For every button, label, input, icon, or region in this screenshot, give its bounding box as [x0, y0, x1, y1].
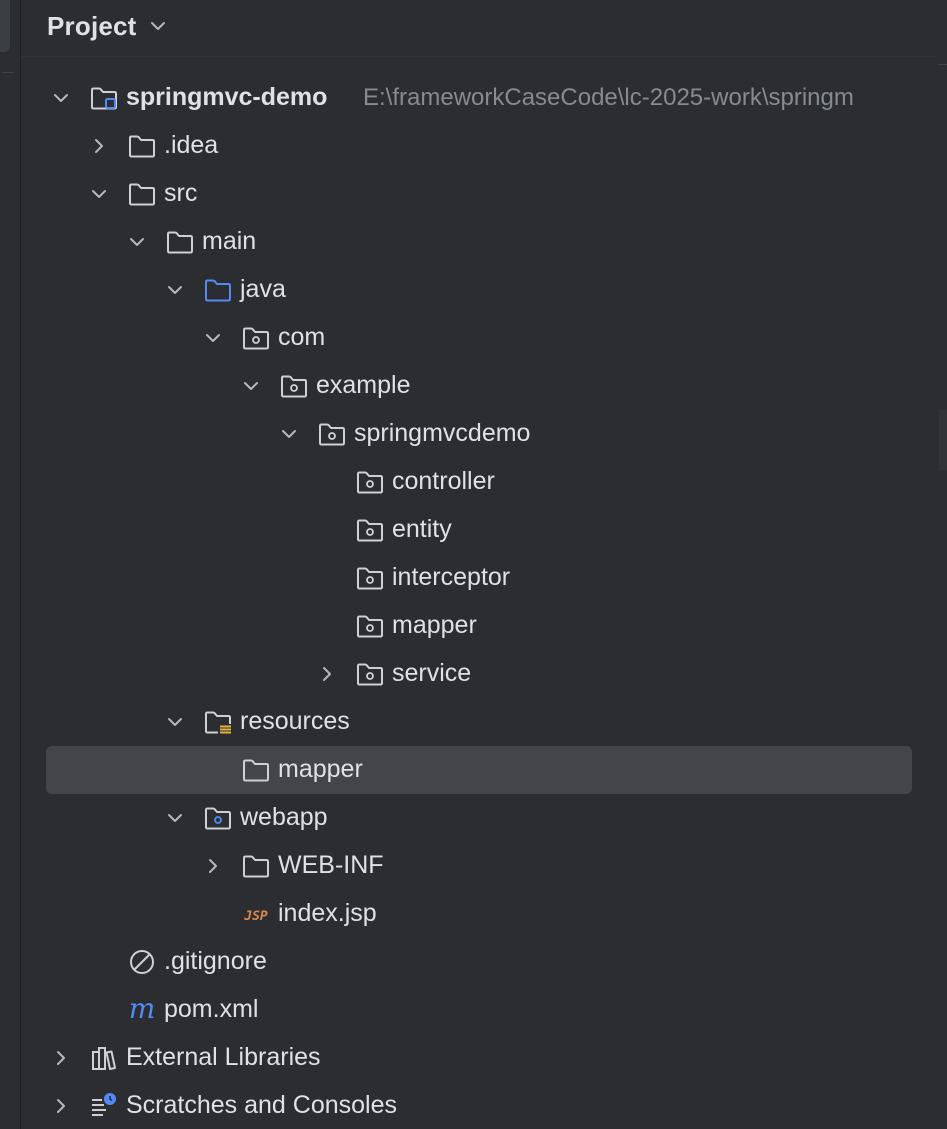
tool-window-title[interactable]: Project [47, 10, 137, 41]
resources-folder-icon [203, 707, 233, 737]
tree-node-service[interactable]: service [21, 650, 947, 698]
tree-node-label: pom.xml [164, 995, 259, 1023]
tree-node-label: src [164, 179, 198, 207]
tree-node-gitignore[interactable]: .gitignore [21, 938, 947, 986]
web-folder-icon [203, 803, 233, 833]
tree-node-springmvcdemo[interactable]: springmvcdemo [21, 410, 947, 458]
tree-node-springmvc-demo[interactable]: springmvc-demo E:\frameworkCaseCode\lc-20… [21, 74, 947, 122]
tree-node-label: webapp [240, 803, 328, 831]
tree-node-label: com [278, 323, 326, 351]
source-folder-icon [203, 275, 233, 305]
tree-node-label: service [392, 659, 472, 687]
tree-node-main[interactable]: main [21, 218, 947, 266]
scrollbar-mark [939, 64, 947, 65]
chevron-down-icon[interactable] [201, 326, 225, 350]
jsp-file-icon: JSP [241, 899, 271, 929]
tree-node-controller[interactable]: controller [21, 458, 947, 506]
tree-node-label: entity [392, 515, 452, 543]
chevron-right-icon[interactable] [87, 134, 111, 158]
tree-node-java[interactable]: java [21, 266, 947, 314]
chevron-down-icon[interactable] [163, 278, 187, 302]
scrollbar-thumb[interactable] [939, 410, 947, 470]
tree-node-label: springmvc-demo [126, 83, 328, 111]
tree-node-label: springmvcdemo [354, 419, 531, 447]
tree-node-label: example [316, 371, 411, 399]
folder-icon [241, 851, 271, 881]
tree-node-mapper[interactable]: mapper [21, 602, 947, 650]
tree-node-com[interactable]: com [21, 314, 947, 362]
libraries-icon [89, 1043, 119, 1073]
tool-strip-divider [3, 72, 13, 73]
left-tool-strip [0, 0, 21, 1129]
tree-node-external-libraries[interactable]: External Libraries [21, 1034, 947, 1082]
folder-icon [127, 131, 157, 161]
chevron-down-icon[interactable] [125, 230, 149, 254]
package-icon [355, 659, 385, 689]
chevron-down-icon[interactable] [239, 374, 263, 398]
tree-node-label: .gitignore [164, 947, 267, 975]
chevron-down-icon[interactable] [163, 806, 187, 830]
tree-node-label: WEB-INF [278, 851, 384, 879]
chevron-right-icon[interactable] [49, 1094, 73, 1118]
folder-icon [241, 755, 271, 785]
maven-file-icon: m [127, 995, 157, 1025]
tree-node-index-jsp[interactable]: JSP index.jsp [21, 890, 947, 938]
chevron-down-icon[interactable] [149, 17, 167, 35]
chevron-down-icon[interactable] [49, 86, 73, 110]
tree-node-label: mapper [278, 755, 363, 783]
tree-node-label: .idea [164, 131, 219, 159]
chevron-right-icon[interactable] [49, 1046, 73, 1070]
svg-text:JSP: JSP [243, 909, 268, 924]
tree-node-label: mapper [392, 611, 477, 639]
ignore-file-icon [127, 947, 157, 977]
folder-icon [127, 179, 157, 209]
package-icon [355, 467, 385, 497]
package-icon [355, 611, 385, 641]
tree-node-mapper[interactable]: mapper [21, 746, 947, 794]
selection-highlight [46, 746, 912, 794]
tree-node-entity[interactable]: entity [21, 506, 947, 554]
tree-node-label: main [202, 227, 257, 255]
chevron-right-icon[interactable] [315, 662, 339, 686]
chevron-down-icon[interactable] [277, 422, 301, 446]
project-path: E:\frameworkCaseCode\lc-2025-work\spring… [363, 84, 854, 111]
tree-node-web-inf[interactable]: WEB-INF [21, 842, 947, 890]
tree-node-label: controller [392, 467, 495, 495]
vertical-scrollbar[interactable] [937, 0, 947, 1129]
tree-node-interceptor[interactable]: interceptor [21, 554, 947, 602]
tree-node-idea[interactable]: .idea [21, 122, 947, 170]
tree-node-src[interactable]: src [21, 170, 947, 218]
tool-window-header: Project [21, 0, 947, 52]
scratches-icon [89, 1091, 119, 1121]
tree-node-label: interceptor [392, 563, 511, 591]
header-divider [21, 56, 947, 57]
folder-icon [165, 227, 195, 257]
package-icon [355, 563, 385, 593]
package-icon [279, 371, 309, 401]
tree-node-webapp[interactable]: webapp [21, 794, 947, 842]
chevron-down-icon[interactable] [163, 710, 187, 734]
svg-text:m: m [129, 995, 156, 1025]
tree-node-pom-xml[interactable]: m pom.xml [21, 986, 947, 1034]
package-icon [355, 515, 385, 545]
tree-node-example[interactable]: example [21, 362, 947, 410]
package-icon [317, 419, 347, 449]
tree-node-label: java [240, 275, 286, 303]
tree-node-label: resources [240, 707, 350, 735]
chevron-right-icon[interactable] [201, 854, 225, 878]
tree-node-resources[interactable]: resources [21, 698, 947, 746]
module-folder-icon [89, 83, 119, 113]
tree-node-label: index.jsp [278, 899, 377, 927]
tool-strip-tab[interactable] [0, 0, 10, 52]
tree-node-scratches-and-consoles[interactable]: Scratches and Consoles [21, 1082, 947, 1129]
tree-node-label: Scratches and Consoles [126, 1091, 397, 1119]
chevron-down-icon[interactable] [87, 182, 111, 206]
package-icon [241, 323, 271, 353]
tree-node-label: External Libraries [126, 1043, 321, 1071]
